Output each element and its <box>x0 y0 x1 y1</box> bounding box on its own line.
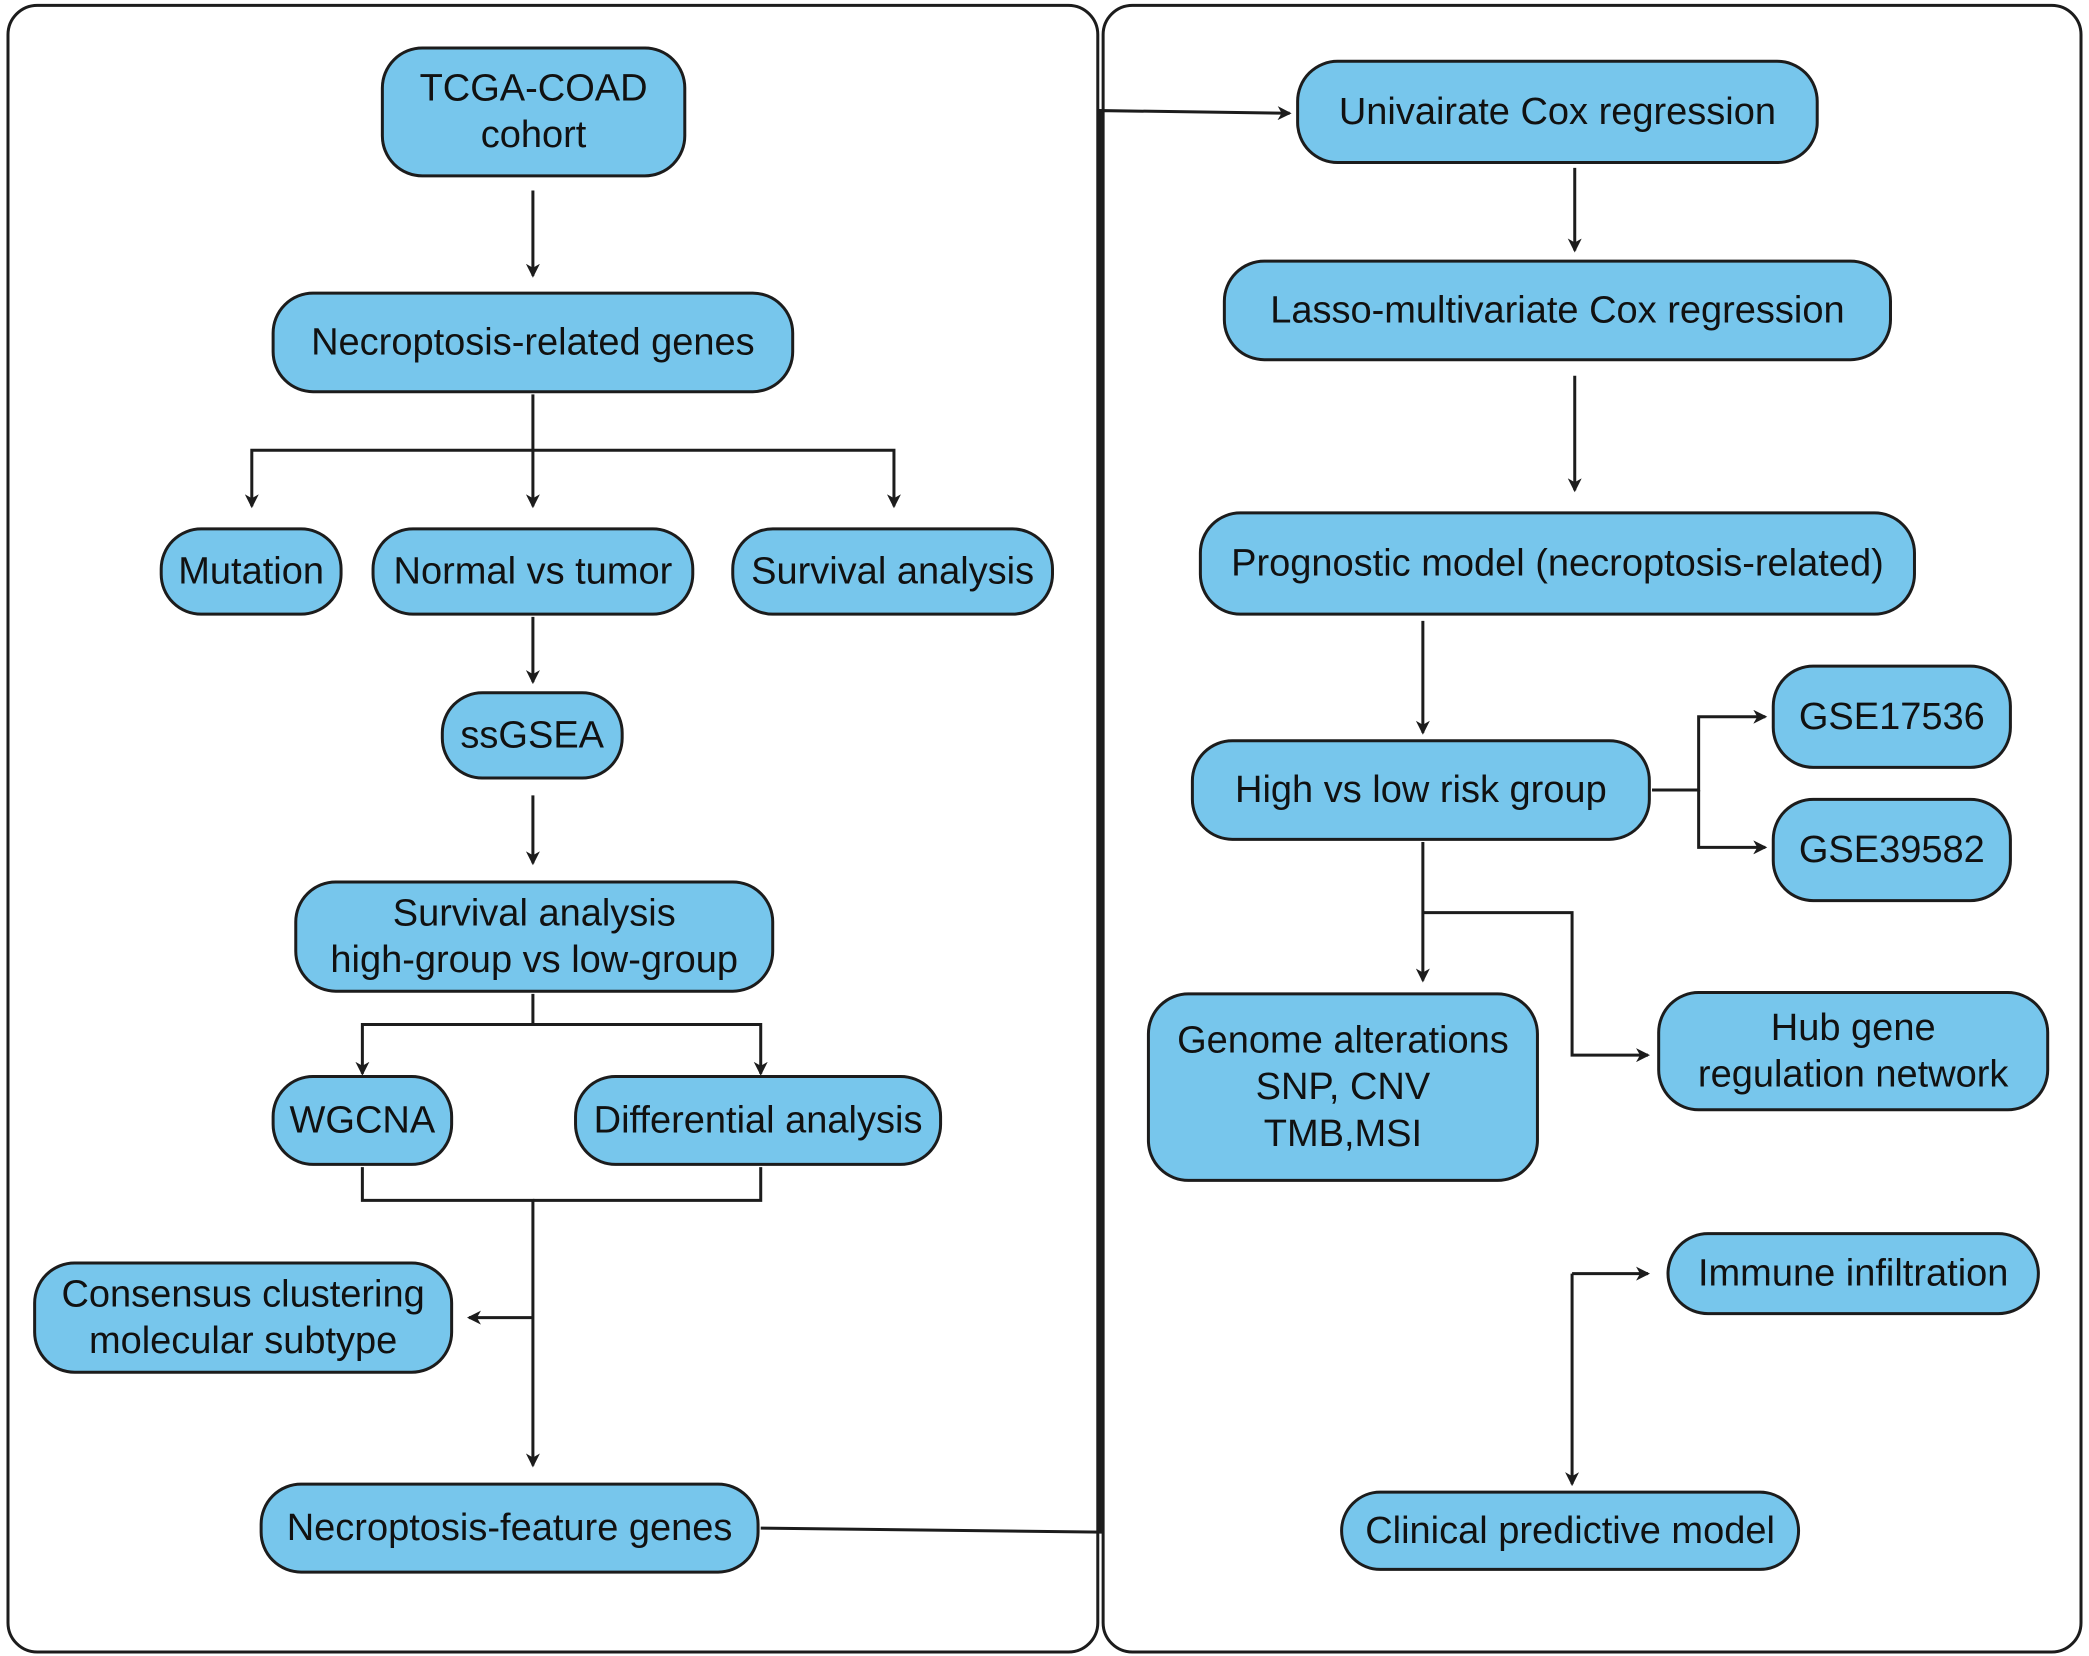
node-box <box>33 1261 454 1374</box>
node-label: TMB,MSI <box>1264 1113 1422 1155</box>
node-label: GSE39582 <box>1799 829 1985 871</box>
node-label: Genome alterations <box>1177 1020 1509 1062</box>
node-ssgsea: ssGSEA <box>440 691 624 780</box>
edge-survival2-to-wgcna <box>355 993 535 1076</box>
node-immune: Immune infiltration <box>1666 1232 2040 1316</box>
node-survival1: Survival analysis <box>731 527 1054 616</box>
node-consensus: Consensus clustering molecular subtype <box>33 1261 454 1374</box>
node-box <box>371 527 695 616</box>
edge-feature-to-unicox <box>760 106 1292 1534</box>
node-box <box>1771 664 2012 769</box>
node-label: Survival analysis <box>751 551 1034 593</box>
node-box <box>1190 739 1651 841</box>
node-lasso: Lasso-multivariate Cox regression <box>1222 259 1892 362</box>
node-label: Necroptosis-related genes <box>311 321 755 363</box>
node-feature: Necroptosis-feature genes <box>259 1482 760 1574</box>
edge-necro_genes-to-survival1 <box>532 448 901 509</box>
node-box <box>574 1074 943 1166</box>
node-label: Hub gene <box>1771 1007 1936 1049</box>
node-label: high-group vs low-group <box>330 939 738 981</box>
node-label: Lasso-multivariate Cox regression <box>1270 289 1844 331</box>
node-clinical: Clinical predictive model <box>1340 1490 1801 1571</box>
node-label: Clinical predictive model <box>1365 1510 1775 1552</box>
node-box <box>1771 797 2012 903</box>
node-gse39582: GSE39582 <box>1771 797 2012 903</box>
node-box <box>259 1482 760 1574</box>
node-box <box>1146 992 1539 1182</box>
edge-necro_genes-to-mutation <box>244 394 535 509</box>
node-box <box>1340 1490 1801 1571</box>
node-label: Mutation <box>178 551 324 593</box>
node-label: WGCNA <box>290 1099 436 1141</box>
node-mutation: Mutation <box>159 527 343 616</box>
node-label: Necroptosis-feature genes <box>287 1507 733 1549</box>
node-diff: Differential analysis <box>574 1074 943 1166</box>
edge-survival2-to-diff <box>532 1023 768 1076</box>
edge-wgcna-to-feature <box>360 1167 540 1468</box>
node-box <box>731 527 1054 616</box>
right-panel <box>1101 3 2083 1654</box>
edge-risk-to-gse39582 <box>1697 790 1768 855</box>
node-box <box>440 691 624 780</box>
node-box <box>294 880 775 993</box>
node-survival2: Survival analysis high-group vs low-group <box>294 880 775 993</box>
node-label: Survival analysis <box>393 892 676 934</box>
node-box <box>159 527 343 616</box>
node-box <box>1666 1232 2040 1316</box>
node-prognostic: Prognostic model (necroptosis-related) <box>1198 511 1916 616</box>
node-label: Univairate Cox regression <box>1339 91 1776 133</box>
node-box <box>1198 511 1916 616</box>
edge-risk-to-gse17536 <box>1652 709 1768 792</box>
node-box <box>1657 991 2050 1112</box>
node-label: High vs low risk group <box>1235 769 1607 811</box>
node-wgcna: WGCNA <box>271 1074 454 1166</box>
node-label: Prognostic model (necroptosis-related) <box>1231 543 1884 585</box>
node-label: Consensus clustering <box>61 1273 424 1315</box>
node-label: Normal vs tumor <box>394 551 673 593</box>
node-label: Immune infiltration <box>1698 1253 2008 1295</box>
node-necro-genes: Necroptosis-related genes <box>271 291 795 394</box>
node-normal-tumor: Normal vs tumor <box>371 527 695 616</box>
node-label: cohort <box>481 114 587 156</box>
node-label: GSE17536 <box>1799 696 1985 738</box>
node-box <box>271 1074 454 1166</box>
edge-diff-to-feature <box>532 1167 763 1202</box>
node-gse17536: GSE17536 <box>1771 664 2012 769</box>
node-label: molecular subtype <box>89 1320 397 1362</box>
node-label: ssGSEA <box>460 714 604 756</box>
node-label: TCGA-COAD <box>420 68 648 110</box>
node-risk: High vs low risk group <box>1190 739 1651 841</box>
left-panel <box>6 3 1100 1654</box>
node-unicox: Univairate Cox regression <box>1296 59 1819 165</box>
edge-risk-to-hub <box>1422 911 1651 1063</box>
node-label: regulation network <box>1698 1053 2010 1095</box>
node-label: SNP, CNV <box>1256 1066 1431 1108</box>
node-box <box>271 291 795 394</box>
node-box <box>380 46 687 178</box>
node-box <box>1222 259 1892 362</box>
node-label: Differential analysis <box>594 1099 923 1141</box>
node-box <box>1296 59 1819 165</box>
